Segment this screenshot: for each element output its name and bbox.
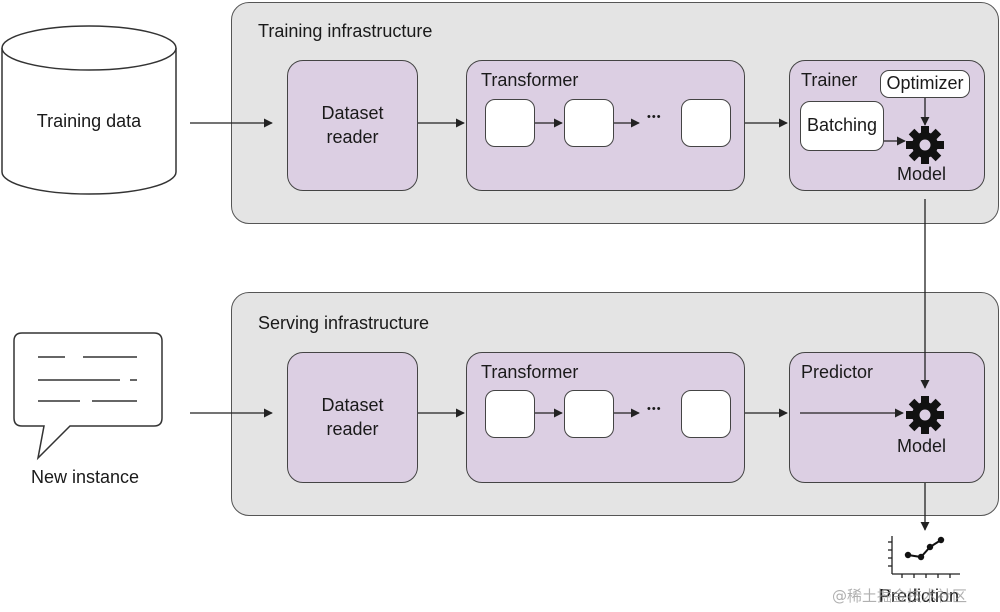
optimizer-box: Optimizer [880, 70, 970, 98]
predictor [789, 352, 985, 483]
serving-transformer-block-last [681, 390, 731, 438]
watermark: @稀土掘金技术社区 [832, 587, 968, 605]
prediction-chart-icon [888, 536, 960, 578]
trainer-label: Trainer [801, 70, 858, 90]
serving-transformer-block-2 [564, 390, 614, 438]
training-infrastructure-title: Training infrastructure [258, 21, 433, 41]
training-dataset-reader: Dataset reader [287, 60, 418, 191]
training-model-gear-icon [906, 126, 944, 164]
training-data-label: Training data [36, 111, 142, 132]
training-transformer-ellipsis: ••• [647, 111, 662, 123]
training-model-label: Model [897, 164, 947, 184]
batching-box: Batching [800, 101, 884, 151]
training-transformer-block-2 [564, 99, 614, 147]
serving-transformer-label: Transformer [481, 362, 579, 382]
new-instance-label: New instance [31, 467, 140, 487]
serving-transformer-ellipsis: ••• [647, 403, 662, 415]
prediction-label: Prediction [879, 586, 960, 606]
serving-dataset-reader: Dataset reader [287, 352, 418, 483]
serving-infrastructure-title: Serving infrastructure [258, 313, 430, 333]
training-transformer-label: Transformer [481, 70, 579, 90]
serving-model-gear-icon [906, 396, 944, 434]
training-transformer-block-1 [485, 99, 535, 147]
predictor-label: Predictor [801, 362, 874, 382]
training-transformer-block-last [681, 99, 731, 147]
serving-transformer-block-1 [485, 390, 535, 438]
serving-model-label: Model [897, 436, 947, 456]
